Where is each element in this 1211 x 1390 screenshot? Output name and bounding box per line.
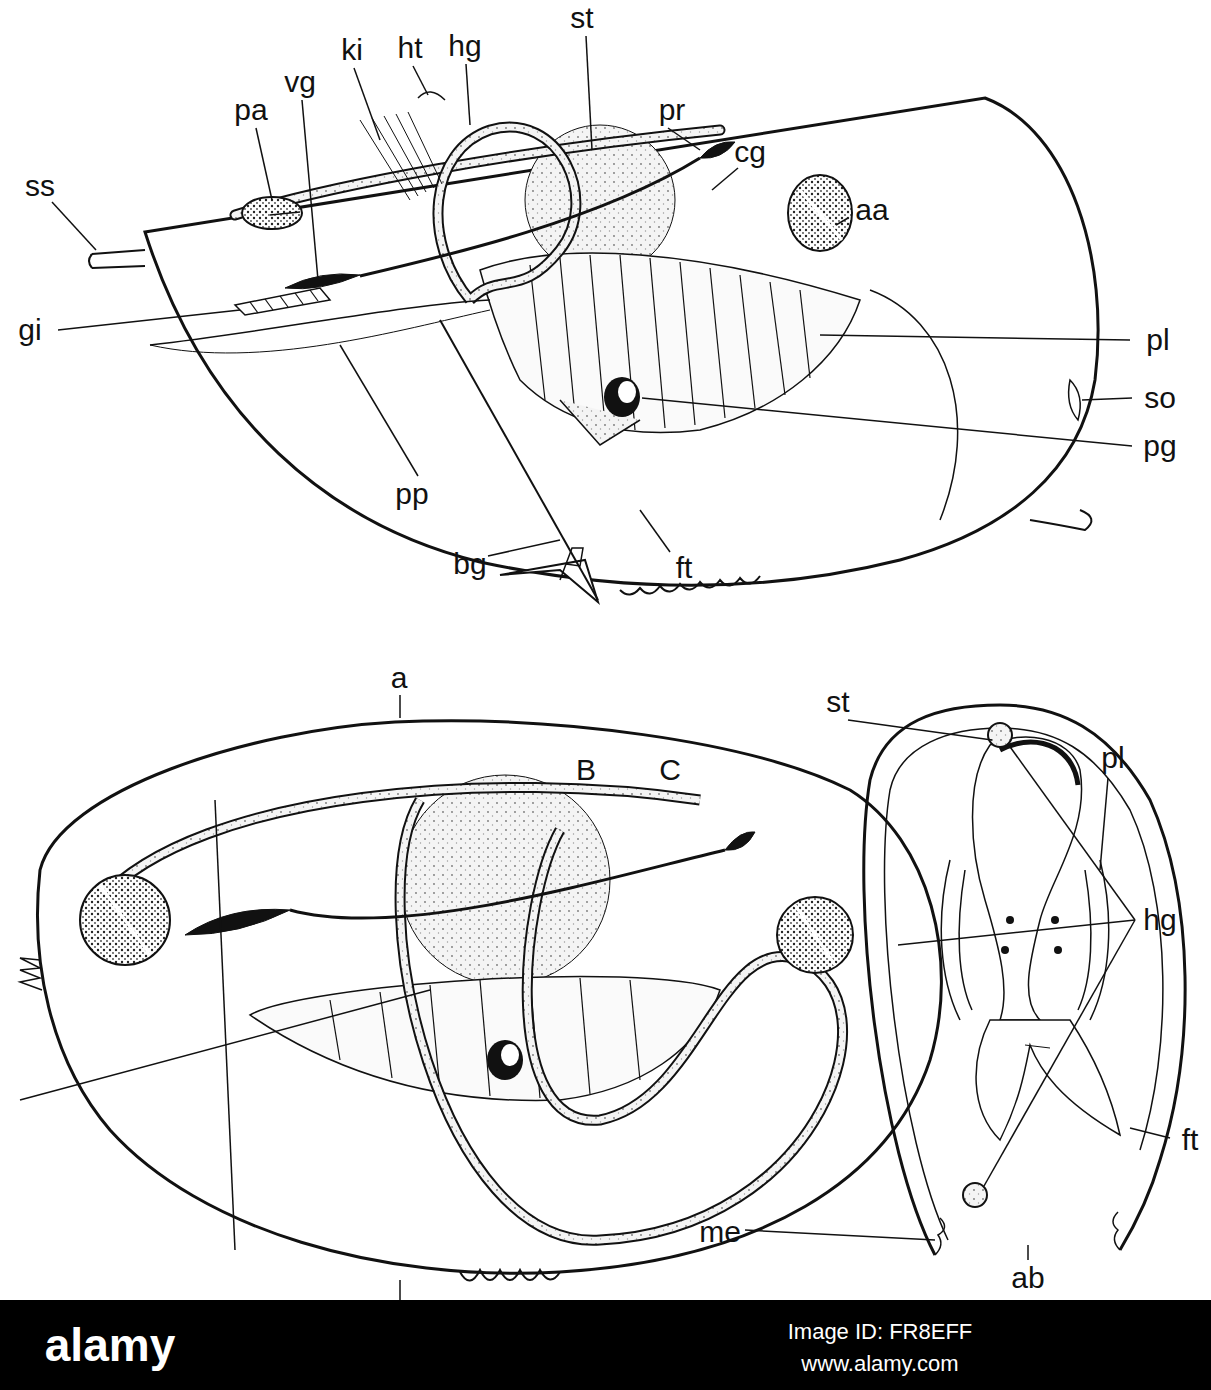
part-label: pr	[659, 95, 686, 125]
part-label: ss	[25, 171, 55, 201]
watermark-text: www.alamy.com	[801, 1353, 958, 1375]
part-label: ki	[341, 35, 363, 65]
part-label: me	[699, 1217, 741, 1247]
part-label: hg	[1143, 905, 1176, 935]
part-label: ft	[1182, 1125, 1199, 1155]
part-label: st	[826, 687, 849, 717]
part-label: B	[576, 755, 596, 785]
part-label: C	[659, 755, 681, 785]
leader-lines	[52, 36, 1170, 1300]
part-label: st	[570, 3, 593, 33]
figure-a	[89, 92, 1098, 602]
part-label: a	[391, 663, 408, 693]
part-label: gi	[18, 315, 41, 345]
part-label: pl	[1101, 743, 1124, 773]
part-label: bg	[453, 549, 486, 579]
part-label: pp	[395, 479, 428, 509]
figure-b	[20, 721, 941, 1281]
part-label: cg	[734, 137, 766, 167]
part-label: hg	[448, 31, 481, 61]
part-label: ft	[676, 553, 693, 583]
part-label: pa	[234, 95, 267, 125]
part-label: so	[1144, 383, 1176, 413]
part-label: pl	[1146, 325, 1169, 355]
footer-bar	[0, 1300, 1211, 1390]
part-label: ht	[397, 33, 422, 63]
part-label: vg	[284, 67, 316, 97]
part-label: ab	[1011, 1263, 1044, 1293]
part-label: aa	[855, 195, 888, 225]
watermark-text: Image ID: FR8EFF	[788, 1321, 973, 1343]
watermark-logo: alamy	[45, 1322, 175, 1368]
figure-c	[864, 705, 1185, 1255]
part-label: pg	[1143, 431, 1176, 461]
